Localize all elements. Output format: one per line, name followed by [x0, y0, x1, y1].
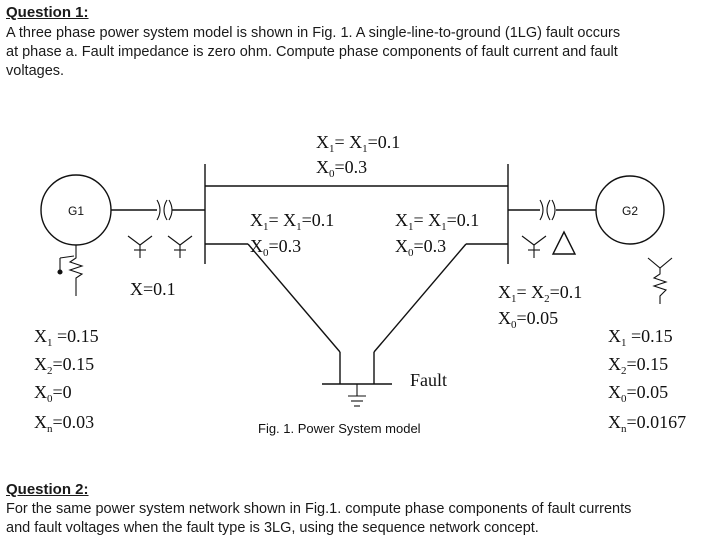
- left-line-zero-reactance: X0=0.3: [250, 236, 301, 259]
- t2-delta-icon: [551, 230, 577, 255]
- question-1-line-1: A three phase power system model is show…: [6, 25, 621, 41]
- g2-x1: X1 =0.15: [608, 326, 673, 349]
- question-2-line-2: and fault voltages when the fault type i…: [6, 520, 539, 536]
- g2-parameters: X1 =0.15 X2=0.15 X0=0.05 Xn=0.0167: [608, 326, 686, 435]
- question-1-heading: Question 1:: [6, 4, 89, 21]
- g1-parameters: X1 =0.15 X2=0.15 X0=0 Xn=0.03: [34, 326, 99, 435]
- g2-x2: X2=0.15: [608, 354, 668, 377]
- left-transmission-line: [247, 243, 341, 353]
- generator-g2-label: G2: [622, 204, 638, 218]
- question-1-line-3: voltages.: [6, 63, 65, 79]
- right-line-zero-reactance: X0=0.3: [395, 236, 446, 259]
- generator-g2-circle: [595, 175, 665, 245]
- right-transmission-line: [373, 243, 467, 353]
- transformer-t1-icon: [156, 199, 173, 221]
- t2-grounded-wye-icon: [521, 235, 547, 258]
- question-2-line-1: For the same power system network shown …: [6, 501, 632, 517]
- g2-x0: X0=0.05: [608, 382, 668, 405]
- g2-neutral-ground-icon: [647, 257, 673, 304]
- fault-ground-icon: [348, 384, 366, 407]
- t2-zero-reactance: X0=0.05: [498, 308, 558, 331]
- t2-positive-reactance: X1= X2=0.1: [498, 282, 582, 305]
- top-line-positive-reactance: X1= X1=0.1: [316, 132, 400, 155]
- g1-neutral-ground-icon: [57, 245, 84, 296]
- left-line-positive-reactance: X1= X1=0.1: [250, 210, 334, 233]
- t1-ground-reactance: X=0.1: [130, 279, 176, 299]
- fault-label: Fault: [410, 370, 447, 390]
- g1-xn: Xn=0.03: [34, 412, 94, 435]
- question-2-text: For the same power system network shown …: [6, 500, 701, 538]
- right-line-positive-reactance: X1= X1=0.1: [395, 210, 479, 233]
- g1-x2: X2=0.15: [34, 354, 94, 377]
- top-line-zero-reactance: X0=0.3: [316, 157, 367, 180]
- g2-xn: Xn=0.0167: [608, 412, 686, 435]
- figure-caption: Fig. 1. Power System model: [258, 421, 421, 436]
- question-1-text: A three phase power system model is show…: [6, 24, 701, 81]
- t1-grounded-wye-icon: [127, 235, 193, 258]
- transformer-t2-icon: [539, 199, 556, 221]
- g1-x0: X0=0: [34, 382, 72, 405]
- generator-g1-label: G1: [68, 204, 84, 218]
- question-2-heading: Question 2:: [6, 481, 89, 498]
- g1-x1: X1 =0.15: [34, 326, 99, 349]
- question-1-line-2: at phase a. Fault impedance is zero ohm.…: [6, 44, 618, 60]
